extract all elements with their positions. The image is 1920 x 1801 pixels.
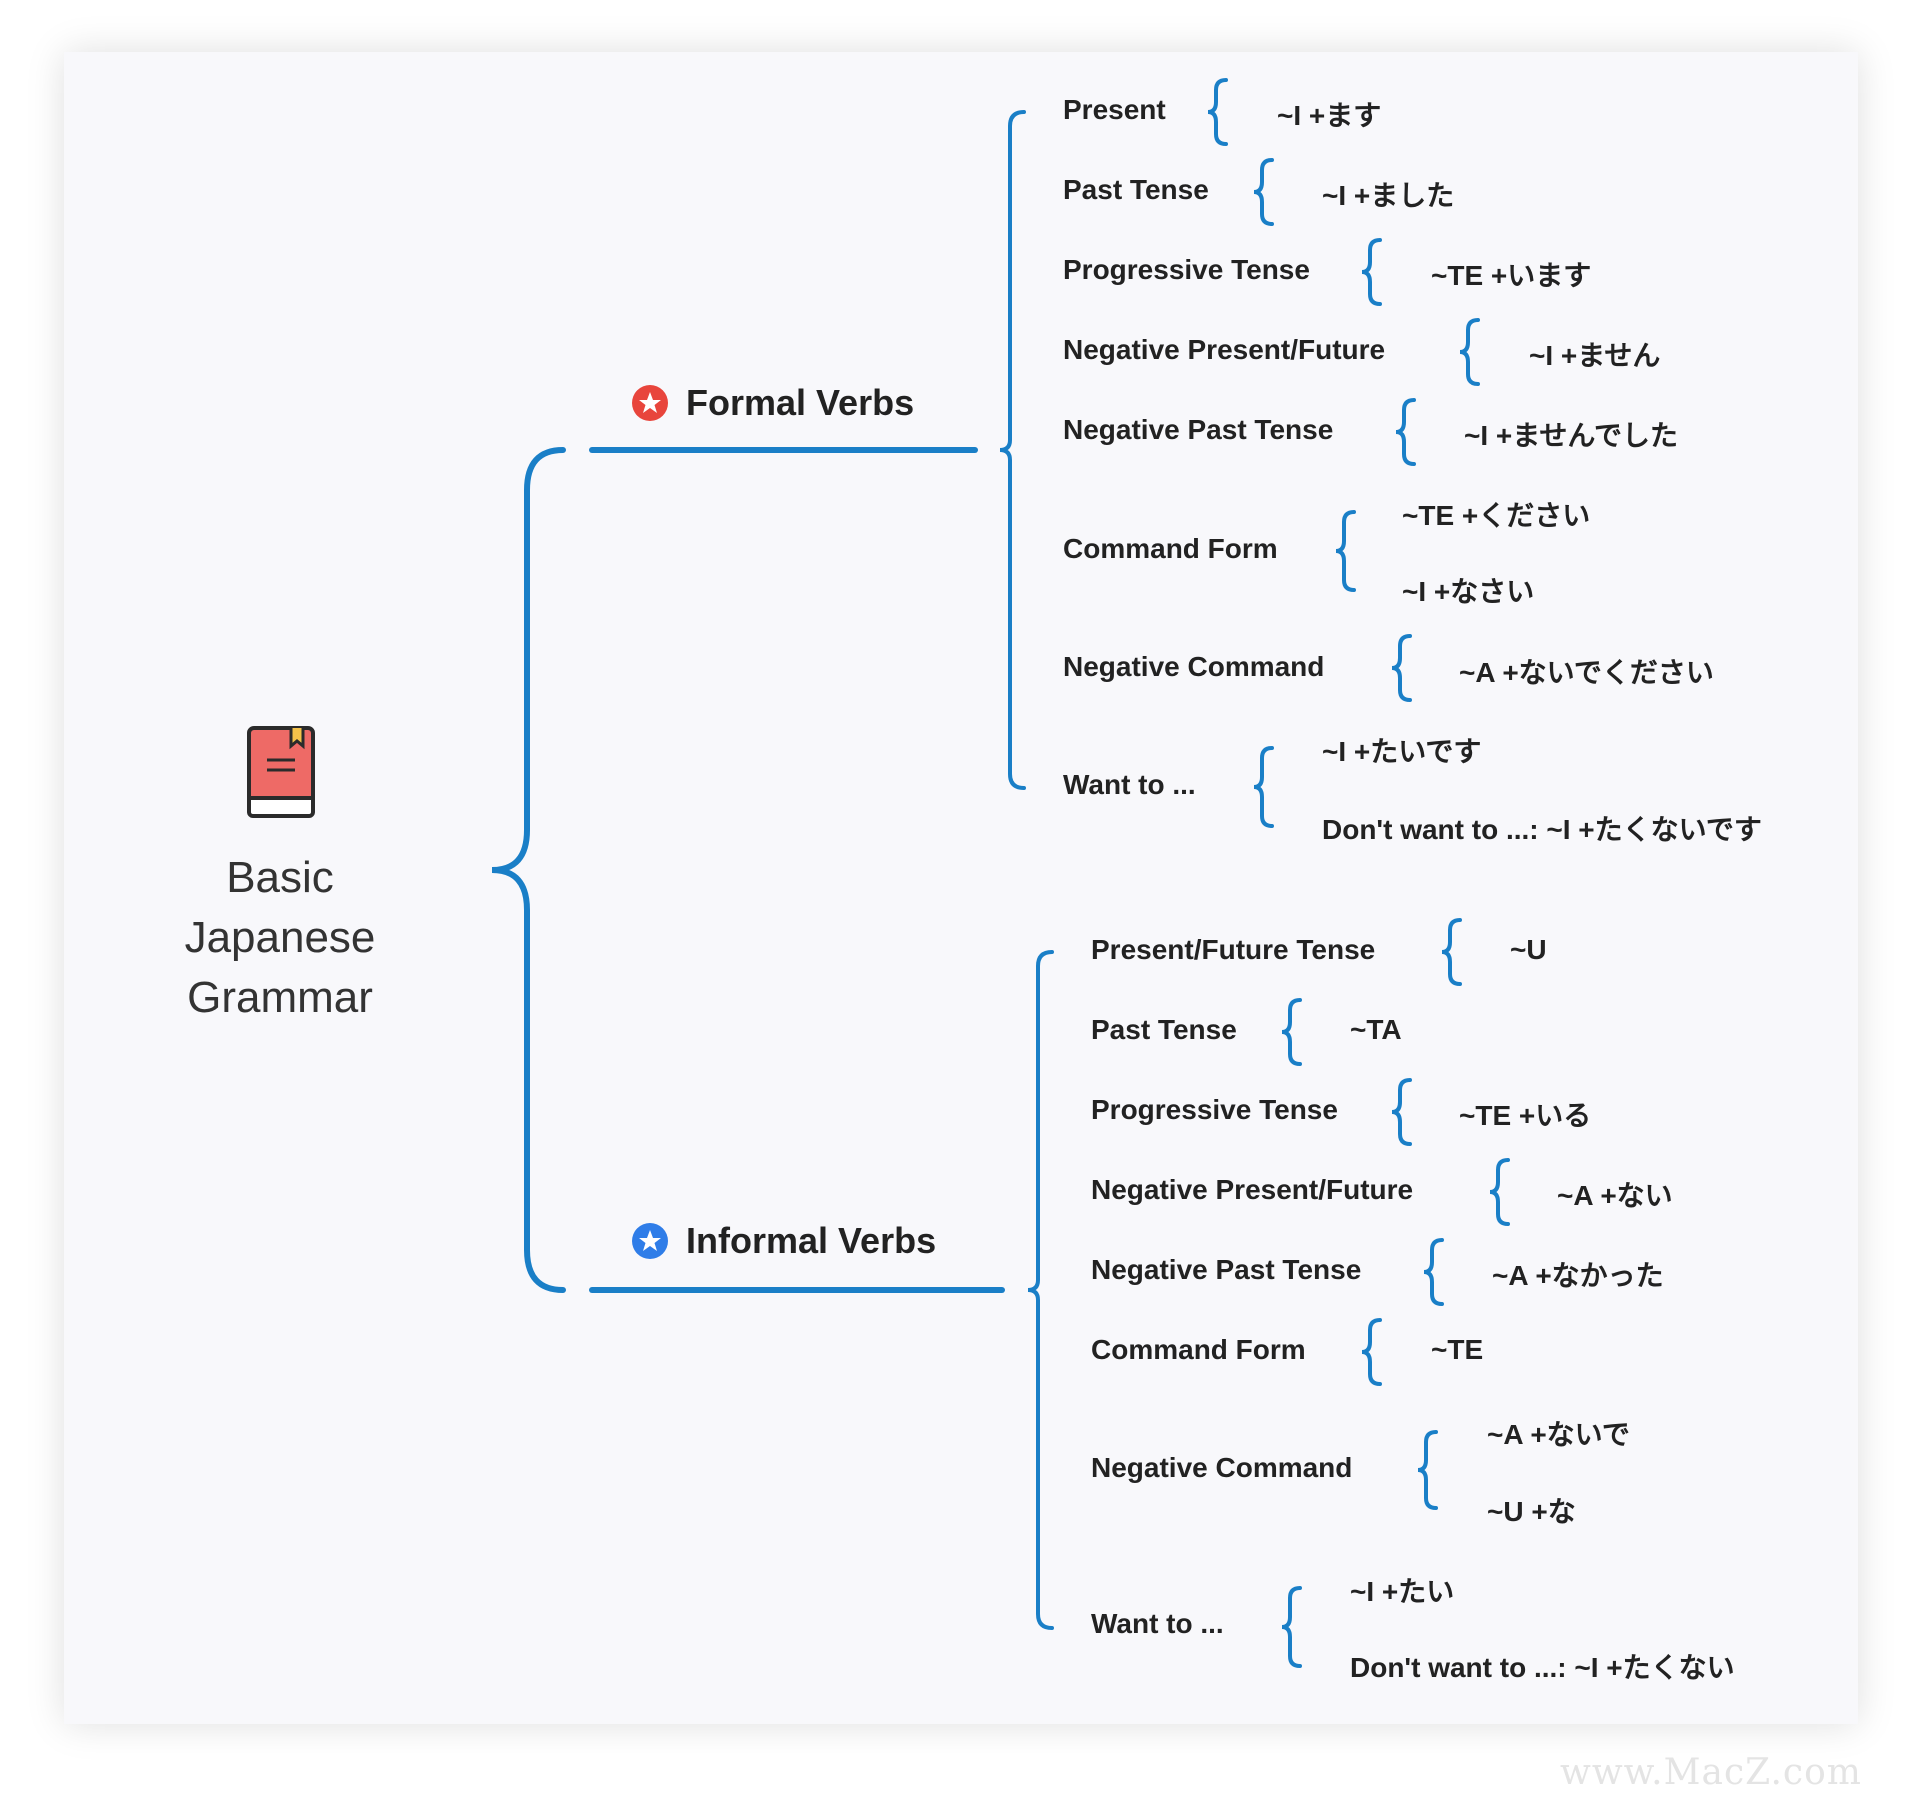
- root-title-line: Japanese: [184, 913, 376, 962]
- formal-item-negative-past-tense[interactable]: Negative Past Tense: [1063, 414, 1334, 445]
- book-icon: [245, 726, 317, 823]
- star-badge-icon: [632, 385, 668, 421]
- informal-verbs-topic[interactable]: Informal Verbs: [632, 1220, 936, 1262]
- formal-item-negative-command[interactable]: Negative Command: [1063, 651, 1325, 682]
- formal-item-negative-present-future[interactable]: Negative Present/Future: [1063, 334, 1386, 365]
- formal-item-want-to[interactable]: Want to ...: [1063, 769, 1196, 800]
- formal-item-command-form[interactable]: Command Form: [1063, 533, 1278, 564]
- formal-value[interactable]: Don't want to ...: ~I +たくないです: [1322, 814, 1762, 845]
- informal-item-negative-present-future[interactable]: Negative Present/Future: [1091, 1174, 1414, 1205]
- formal-value[interactable]: ~I +たいです: [1322, 736, 1482, 767]
- informal-item-command-form[interactable]: Command Form: [1091, 1334, 1306, 1365]
- formal-item-present[interactable]: Present: [1063, 94, 1166, 125]
- formal-verbs-title: Formal Verbs: [686, 382, 915, 423]
- formal-value[interactable]: ~TE +います: [1431, 260, 1592, 291]
- informal-item-progressive-tense[interactable]: Progressive Tense: [1091, 1094, 1338, 1125]
- watermark: www.MacZ.com: [1560, 1752, 1862, 1793]
- informal-value[interactable]: Don't want to ...: ~I +たくない: [1350, 1652, 1735, 1683]
- formal-value[interactable]: ~I +なさい: [1402, 576, 1535, 607]
- informal-item-negative-command[interactable]: Negative Command: [1091, 1452, 1353, 1483]
- formal-item-past-tense[interactable]: Past Tense: [1063, 174, 1209, 205]
- informal-item-want-to[interactable]: Want to ...: [1091, 1608, 1224, 1639]
- informal-value[interactable]: ~TE: [1431, 1334, 1484, 1365]
- informal-value[interactable]: ~A +ないで: [1487, 1419, 1630, 1450]
- informal-value[interactable]: ~U +な: [1487, 1496, 1576, 1527]
- informal-value[interactable]: ~TA: [1350, 1014, 1402, 1045]
- informal-value[interactable]: ~TE +いる: [1459, 1100, 1592, 1131]
- root-title-line: Grammar: [187, 973, 373, 1022]
- informal-value[interactable]: ~A +ない: [1557, 1180, 1673, 1211]
- formal-value[interactable]: ~I +ませんでした: [1464, 420, 1679, 451]
- root-title-line: Basic: [226, 853, 334, 902]
- formal-value[interactable]: ~I +ます: [1277, 100, 1382, 131]
- informal-item-present-future-tense[interactable]: Present/Future Tense: [1091, 934, 1376, 965]
- informal-value[interactable]: ~U: [1510, 934, 1547, 965]
- formal-verbs-topic[interactable]: Formal Verbs: [632, 382, 914, 424]
- star-badge-icon: [632, 1223, 668, 1259]
- informal-verbs-title: Informal Verbs: [686, 1220, 937, 1261]
- formal-value[interactable]: ~I +ません: [1529, 340, 1661, 371]
- formal-item-progressive-tense[interactable]: Progressive Tense: [1063, 254, 1310, 285]
- informal-value[interactable]: ~A +なかった: [1492, 1260, 1664, 1291]
- mindmap-canvas: [64, 52, 1858, 1724]
- informal-value[interactable]: ~I +たい: [1350, 1576, 1455, 1607]
- informal-item-negative-past-tense[interactable]: Negative Past Tense: [1091, 1254, 1362, 1285]
- formal-value[interactable]: ~TE +ください: [1402, 500, 1591, 531]
- formal-value[interactable]: ~A +ないでください: [1459, 657, 1714, 688]
- informal-item-past-tense[interactable]: Past Tense: [1091, 1014, 1237, 1045]
- root-topic[interactable]: Basic Japanese Grammar: [150, 848, 410, 1028]
- formal-value[interactable]: ~I +ました: [1322, 180, 1455, 211]
